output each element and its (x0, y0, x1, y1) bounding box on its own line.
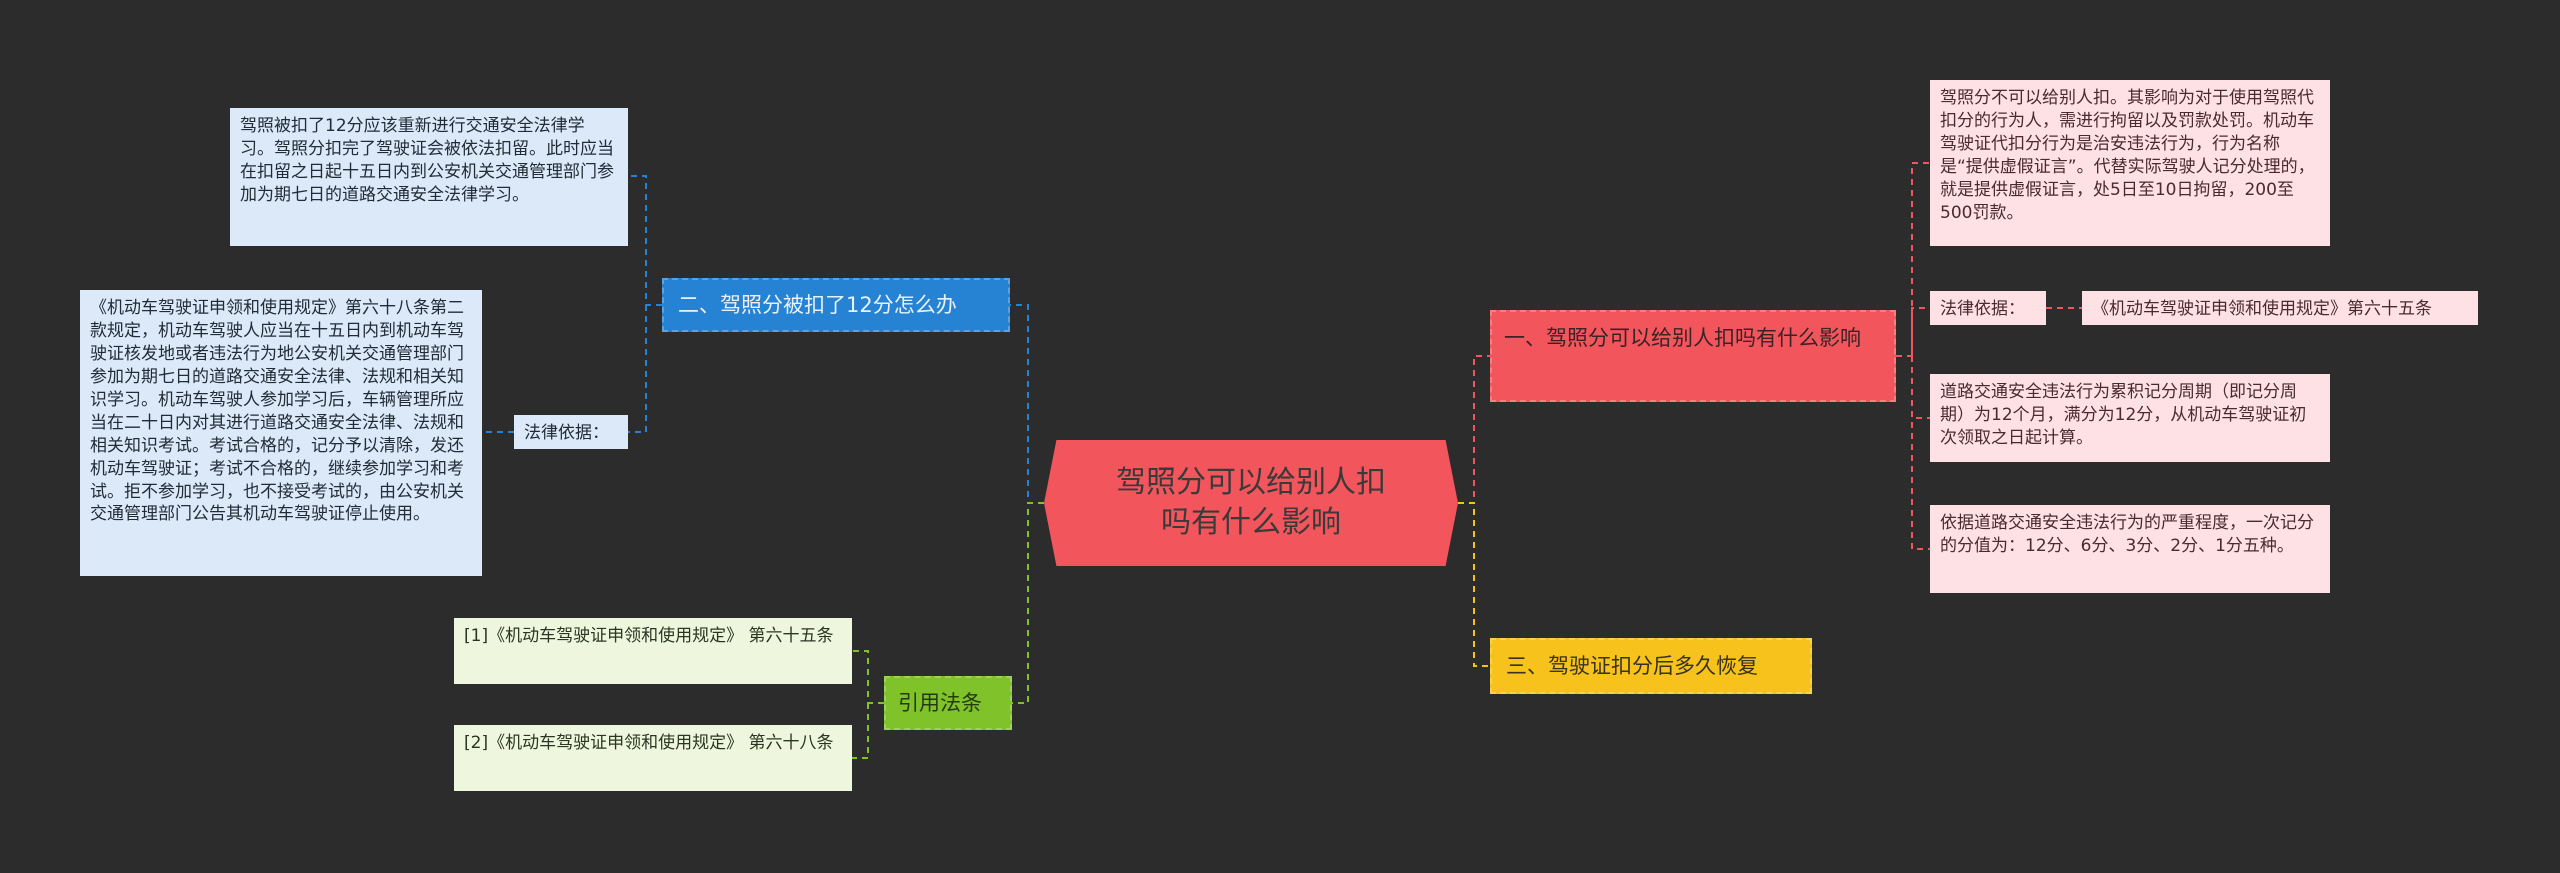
leaf-score-cycle[interactable]: 道路交通安全违法行为累积记分周期（即记分周期）为12个月，满分为12分，从机动车… (1930, 374, 2330, 462)
leaf-reference-1[interactable]: [1]《机动车驾驶证申领和使用规定》 第六十五条 (454, 618, 852, 684)
leaf-study-text: 驾照被扣了12分应该重新进行交通安全法律学习。驾照分扣完了驾驶证会被依法扣留。此… (240, 116, 614, 205)
root-title: 驾照分可以给别人扣吗有什么影响 (1116, 464, 1386, 541)
leaf-impact[interactable]: 驾照分不可以给别人扣。其影响为对于使用驾照代扣分的行为人，需进行拘留以及罚款处罚… (1930, 80, 2330, 246)
leaf-law-basis-label-right[interactable]: 法律依据： (1930, 291, 2046, 325)
branch-12-points-label: 二、驾照分被扣了12分怎么办 (678, 293, 957, 317)
leaf-impact-text: 驾照分不可以给别人扣。其影响为对于使用驾照代扣分的行为人，需进行拘留以及罚款处罚… (1940, 88, 2315, 223)
leaf-law-basis-label-left-text: 法律依据： (524, 423, 609, 443)
branch-references[interactable]: 引用法条 (884, 676, 1012, 730)
leaf-law-text[interactable]: 《机动车驾驶证申领和使用规定》第六十八条第二款规定，机动车驾驶人应当在十五日内到… (80, 290, 482, 576)
leaf-score-cycle-text: 道路交通安全违法行为累积记分周期（即记分周期）为12个月，满分为12分，从机动车… (1940, 382, 2307, 448)
leaf-reference-1-text: [1]《机动车驾驶证申领和使用规定》 第六十五条 (464, 626, 834, 646)
leaf-study[interactable]: 驾照被扣了12分应该重新进行交通安全法律学习。驾照分扣完了驾驶证会被依法扣留。此… (230, 108, 628, 246)
leaf-score-values-text: 依据道路交通安全违法行为的严重程度，一次记分的分值为：12分、6分、3分、2分、… (1940, 513, 2314, 556)
branch-12-points[interactable]: 二、驾照分被扣了12分怎么办 (662, 278, 1010, 332)
leaf-reference-2-text: [2]《机动车驾驶证申领和使用规定》 第六十八条 (464, 733, 834, 753)
branch-references-label: 引用法条 (898, 691, 982, 715)
leaf-law-basis-label-right-text: 法律依据： (1940, 299, 2025, 319)
leaf-law-basis-value[interactable]: 《机动车驾驶证申领和使用规定》第六十五条 (2082, 291, 2478, 325)
leaf-reference-2[interactable]: [2]《机动车驾驶证申领和使用规定》 第六十八条 (454, 725, 852, 791)
leaf-law-text-text: 《机动车驾驶证申领和使用规定》第六十八条第二款规定，机动车驾驶人应当在十五日内到… (90, 298, 464, 525)
branch-impact-label: 一、驾照分可以给别人扣吗有什么影响 (1504, 326, 1861, 350)
branch-recovery-label: 三、驾驶证扣分后多久恢复 (1506, 654, 1758, 678)
branch-impact[interactable]: 一、驾照分可以给别人扣吗有什么影响 (1490, 310, 1896, 402)
leaf-law-basis-value-text: 《机动车驾驶证申领和使用规定》第六十五条 (2092, 299, 2432, 319)
leaf-score-values[interactable]: 依据道路交通安全违法行为的严重程度，一次记分的分值为：12分、6分、3分、2分、… (1930, 505, 2330, 593)
root-node[interactable]: 驾照分可以给别人扣吗有什么影响 (1044, 440, 1458, 566)
leaf-law-basis-label-left[interactable]: 法律依据： (514, 415, 628, 449)
branch-recovery[interactable]: 三、驾驶证扣分后多久恢复 (1490, 638, 1812, 694)
